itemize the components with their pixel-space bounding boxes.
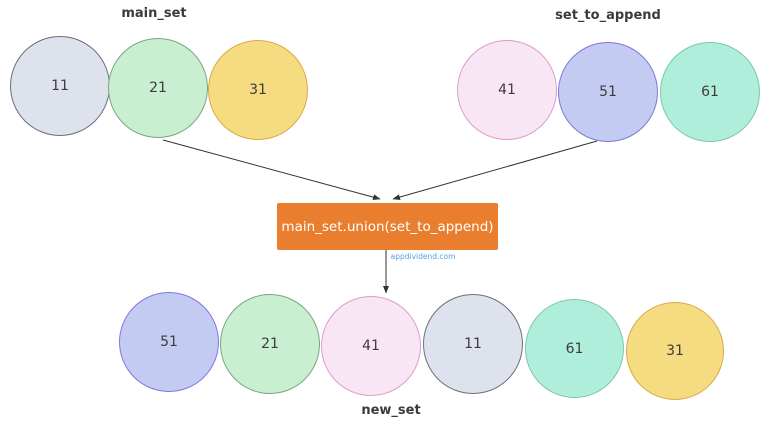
union-operation-box: main_set.union(set_to_append)	[277, 203, 498, 250]
set-item-circle-new-11: 11	[423, 294, 523, 394]
new-set-label: new_set	[361, 403, 421, 418]
set-item-circle-new-51: 51	[119, 292, 219, 392]
set-item-circle-new-21: 21	[220, 294, 320, 394]
set-item-circle-main-31: 31	[208, 40, 308, 140]
arrow-set-to-append-to-operation	[392, 140, 598, 200]
arrow-main-set-to-operation	[162, 139, 381, 201]
set-to-append-label: set_to_append	[555, 8, 661, 23]
set-item-circle-new-41: 41	[321, 296, 421, 396]
set-item-circle-new-61: 61	[525, 299, 624, 398]
set-item-circle-append-61: 61	[660, 42, 760, 142]
set-item-circle-new-31: 31	[626, 302, 724, 400]
set-item-circle-append-51: 51	[558, 42, 658, 142]
set-item-circle-main-11: 11	[10, 36, 110, 136]
set-item-circle-main-21: 21	[108, 38, 208, 138]
watermark-appdividend: appdividend.com	[390, 252, 456, 261]
main-set-label: main_set	[121, 6, 187, 21]
set-item-circle-append-41: 41	[457, 40, 557, 140]
